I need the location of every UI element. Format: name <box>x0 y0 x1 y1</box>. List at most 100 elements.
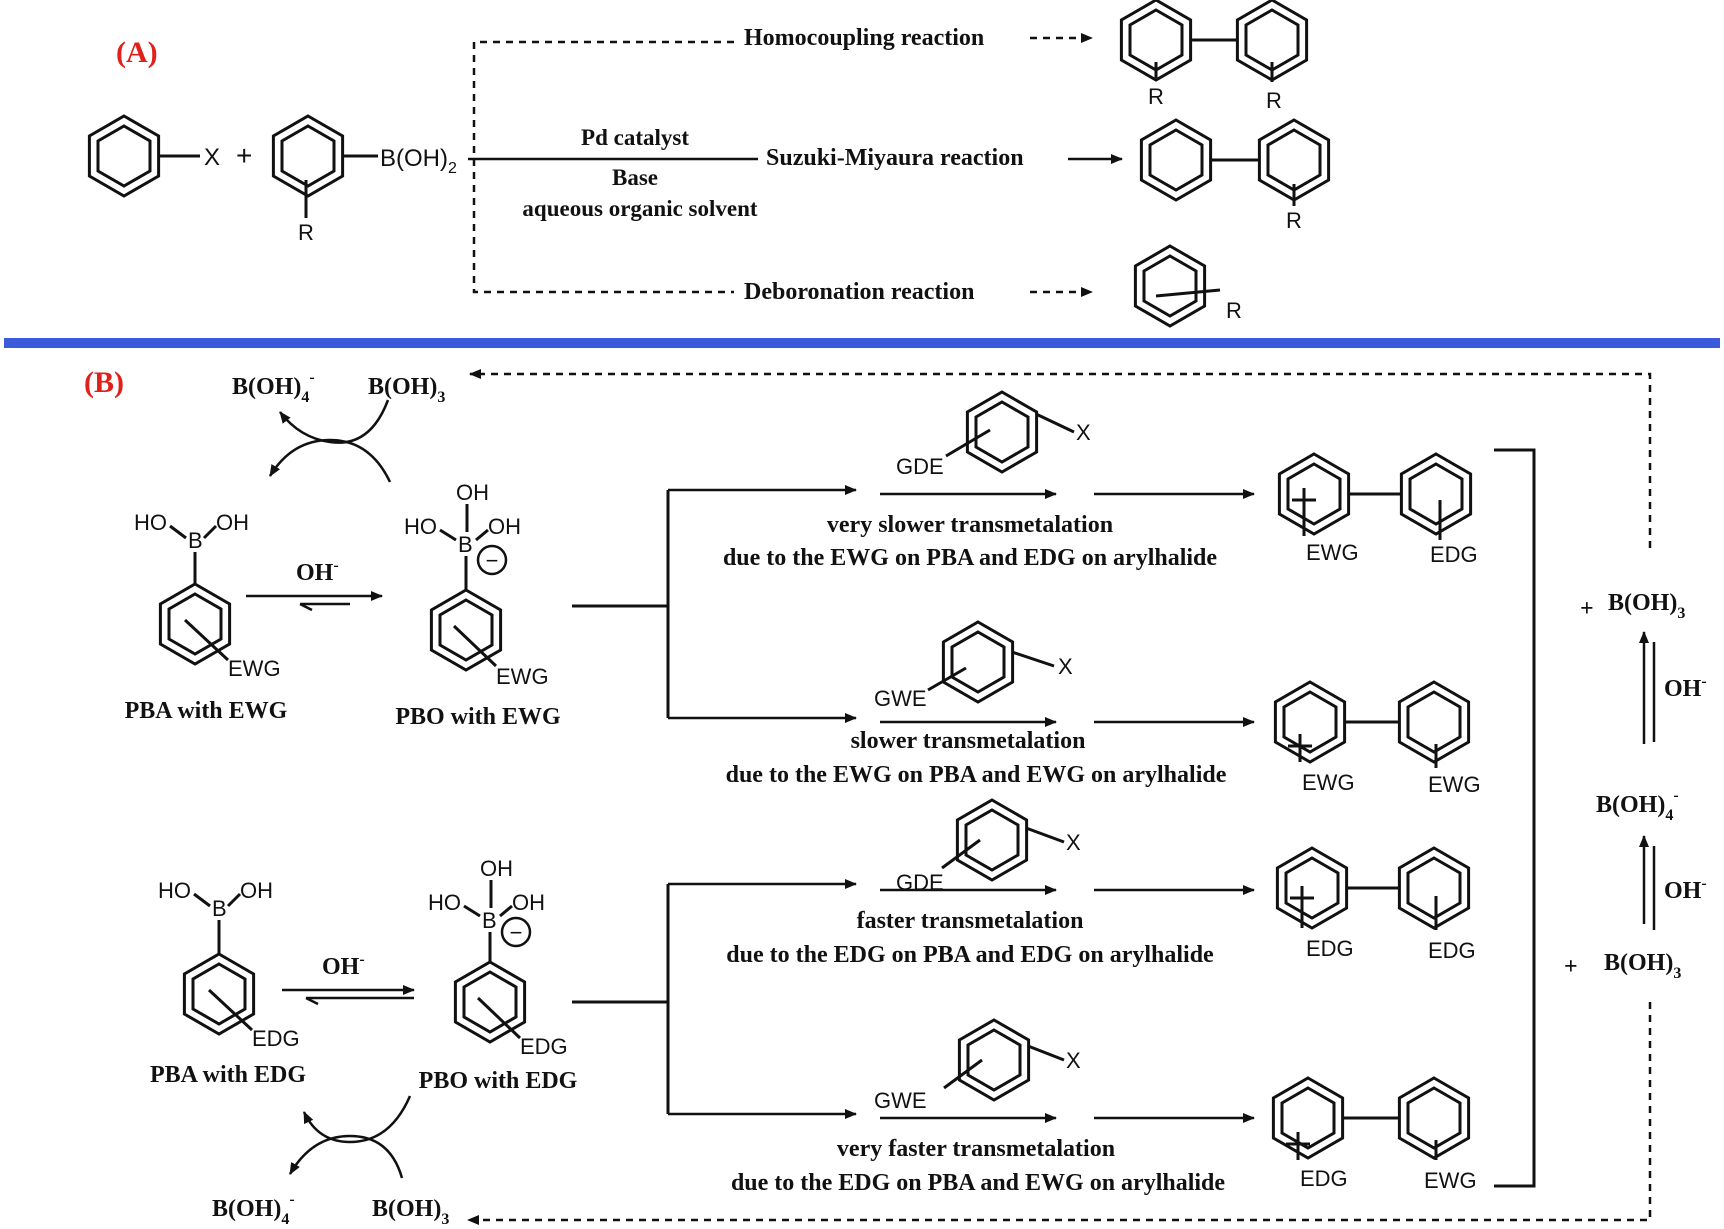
suzuki-product: R <box>1139 118 1331 233</box>
pbo-edg-label: PBO with EDG <box>419 1068 578 1094</box>
suzuki-label: Suzuki-Miyaura reaction <box>766 145 1024 171</box>
hydroxide-label-2: OH- <box>322 951 365 980</box>
svg-text:B: B <box>458 532 473 557</box>
base-label: Base <box>612 165 658 190</box>
panel-a-label: (A) <box>116 36 158 69</box>
borate-top-label: B(OH)4- <box>232 369 315 406</box>
route-2-product: EWG EWG <box>1273 680 1481 797</box>
boric-acid-bottom-label: B(OH)3 <box>372 1196 449 1228</box>
svg-text:OH: OH <box>512 890 545 915</box>
borate-bottom-label: B(OH)4- <box>212 1191 295 1228</box>
plus-bottom: + <box>1564 954 1578 980</box>
route-1-reason: due to the EWG on PBA and EDG on arylhal… <box>723 545 1217 571</box>
boric-acid-right-top: B(OH)3 <box>1608 590 1685 622</box>
halide-x-label: X <box>204 144 220 171</box>
route-3: X GDE faster transmetalation due to the … <box>726 798 1476 968</box>
route-2: X GWE slower transmetalation due to the … <box>726 620 1481 797</box>
equilibrium-edg: OH- <box>282 951 415 1006</box>
boronic-acid-structure: B(OH)2 R <box>271 114 457 245</box>
panel-divider <box>4 338 1720 348</box>
svg-text:GDE: GDE <box>896 454 944 479</box>
deboronation-product: R <box>1133 244 1242 328</box>
svg-text:R: R <box>1266 88 1282 113</box>
svg-text:HO: HO <box>158 878 191 903</box>
panel-a: (A) X + B(OH)2 R Pd catalyst Base aqueou… <box>87 0 1331 328</box>
svg-text:OH: OH <box>456 480 489 505</box>
pba-edg-label: PBA with EDG <box>150 1062 306 1088</box>
svg-text:EDG: EDG <box>252 1026 300 1051</box>
svg-text:GWE: GWE <box>874 1088 927 1113</box>
substituent-r: R <box>298 220 314 245</box>
svg-text:OH: OH <box>240 878 273 903</box>
route-1-arylhalide: X GDE <box>896 390 1091 479</box>
svg-text:EWG: EWG <box>1424 1168 1477 1193</box>
svg-text:OH: OH <box>480 856 513 881</box>
plus-sign: + <box>236 140 252 171</box>
svg-text:R: R <box>1286 208 1302 233</box>
svg-text:EDG: EDG <box>1306 936 1354 961</box>
svg-text:X: X <box>1066 830 1081 855</box>
route-3-arylhalide: X GDE <box>896 798 1081 895</box>
svg-text:B: B <box>212 896 227 921</box>
route-2-reason: due to the EWG on PBA and EWG on arylhal… <box>726 762 1227 788</box>
boric-acid-top-label: B(OH)3 <box>368 374 445 406</box>
panel-b-label: (B) <box>84 366 124 399</box>
pba-edg-structure: HO B OH EDG PBA with EDG <box>150 878 306 1088</box>
route-3-product: EDG EDG <box>1275 846 1476 963</box>
pba-ewg-label: PBA with EWG <box>125 698 288 724</box>
hydroxide-label-1: OH- <box>296 557 339 586</box>
svg-text:EWG: EWG <box>1306 540 1359 565</box>
bottom-borate-exchange: B(OH)4- B(OH)3 <box>212 1095 449 1228</box>
deboronation-label: Deboronation reaction <box>744 279 974 305</box>
svg-text:EDG: EDG <box>1300 1166 1348 1191</box>
borate-right: B(OH)4- <box>1596 787 1679 824</box>
svg-text:X: X <box>1076 420 1091 445</box>
hydroxide-right-2: OH- <box>1664 875 1707 904</box>
homocoupling-label: Homocoupling reaction <box>744 25 984 51</box>
svg-text:EDG: EDG <box>1430 542 1478 567</box>
svg-text:EWG: EWG <box>496 664 549 689</box>
svg-text:HO: HO <box>428 890 461 915</box>
svg-text:EWG: EWG <box>228 656 281 681</box>
svg-text:EDG: EDG <box>520 1034 568 1059</box>
equilibrium-ewg: OH- <box>246 557 383 612</box>
route-2-arylhalide: X GWE <box>874 620 1073 711</box>
route-1-product: EWG EDG <box>1277 452 1478 567</box>
route-3-reason: due to the EDG on PBA and EDG on arylhal… <box>726 942 1214 968</box>
route-4-arylhalide: X GWE <box>874 1018 1081 1113</box>
pbo-edg-structure: OH HO OH B − EDG PBO with EDG <box>419 856 578 1094</box>
aryl-halide-structure: X <box>87 114 220 198</box>
boronic-acid-label: B(OH)2 <box>380 145 457 177</box>
svg-text:X: X <box>1058 654 1073 679</box>
svg-text:OH: OH <box>216 510 249 535</box>
svg-text:EDG: EDG <box>1428 938 1476 963</box>
route-1: X GDE very slower transmetalation due to… <box>723 390 1478 571</box>
panel-b: (B) B(OH)4- B(OH)3 HO B OH EWG PBA with … <box>84 366 1707 1228</box>
svg-text:R: R <box>1148 84 1164 109</box>
svg-text:B: B <box>188 528 203 553</box>
boric-acid-right-bottom: B(OH)3 <box>1604 950 1681 982</box>
hydroxide-right-1: OH- <box>1664 673 1707 702</box>
route-3-speed: faster transmetalation <box>857 908 1084 934</box>
route-4-reason: due to the EDG on PBA and EWG on arylhal… <box>731 1170 1225 1196</box>
route-1-speed: very slower transmetalation <box>827 512 1113 538</box>
svg-text:−: − <box>510 920 523 945</box>
svg-text:HO: HO <box>134 510 167 535</box>
homocoupling-product: R R <box>1119 0 1309 113</box>
route-4: X GWE very faster transmetalation due to… <box>731 1018 1477 1196</box>
top-borate-exchange: B(OH)4- B(OH)3 <box>232 369 445 483</box>
pbo-ewg-label: PBO with EWG <box>395 704 561 730</box>
pbo-ewg-structure: OH HO OH B − EWG PBO with EWG <box>395 480 561 730</box>
svg-text:B: B <box>482 908 497 933</box>
svg-text:GWE: GWE <box>874 686 927 711</box>
catalyst-label: Pd catalyst <box>581 125 689 150</box>
solvent-label: aqueous organic solvent <box>522 196 757 221</box>
pba-ewg-structure: HO B OH EWG PBA with EWG <box>125 510 288 724</box>
svg-text:HO: HO <box>404 514 437 539</box>
product-bracket <box>1494 448 1536 1188</box>
svg-text:X: X <box>1066 1048 1081 1073</box>
route-4-product: EDG EWG <box>1271 1076 1477 1193</box>
svg-text:EWG: EWG <box>1428 772 1481 797</box>
svg-text:EWG: EWG <box>1302 770 1355 795</box>
